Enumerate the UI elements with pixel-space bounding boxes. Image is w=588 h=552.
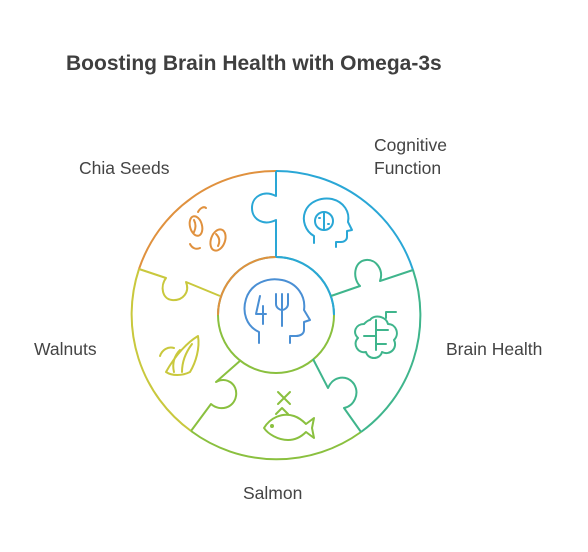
divider-right-lower bbox=[312, 358, 362, 433]
label-cognitive-function: Cognitive Function bbox=[374, 134, 447, 180]
label-line: Function bbox=[374, 158, 442, 178]
label-line: Walnuts bbox=[34, 339, 97, 359]
inner-arc-left bbox=[217, 256, 277, 316]
head-brain-icon bbox=[302, 197, 353, 248]
inner-arc-right bbox=[275, 256, 335, 316]
segment-arc-brain-health bbox=[360, 269, 422, 433]
divider-left-lower bbox=[190, 359, 242, 432]
fish-icon bbox=[263, 391, 315, 441]
segment-arc-chia bbox=[138, 169, 277, 270]
divider-right-upper bbox=[330, 258, 414, 297]
label-brain-health: Brain Health bbox=[446, 338, 542, 361]
seeds-icon bbox=[188, 206, 227, 252]
brain-icon bbox=[354, 311, 398, 359]
label-line: Salmon bbox=[243, 483, 303, 503]
head-fork-icon bbox=[243, 278, 311, 344]
segment-arc-salmon bbox=[190, 430, 362, 461]
label-walnuts: Walnuts bbox=[34, 338, 97, 361]
divider-top bbox=[251, 171, 277, 257]
inner-arc-bottom bbox=[217, 314, 335, 374]
label-line: Cognitive bbox=[374, 135, 447, 155]
page-title: Boosting Brain Health with Omega-3s bbox=[66, 52, 442, 75]
label-salmon: Salmon bbox=[243, 482, 302, 505]
label-line: Chia Seeds bbox=[79, 158, 170, 178]
label-line: Brain Health bbox=[446, 339, 543, 359]
shell-icon bbox=[159, 335, 200, 376]
divider-left-upper bbox=[138, 268, 221, 302]
segment-arc-walnuts bbox=[130, 268, 192, 432]
label-chia-seeds: Chia Seeds bbox=[79, 157, 169, 180]
segment-arc-cognitive bbox=[275, 169, 414, 271]
